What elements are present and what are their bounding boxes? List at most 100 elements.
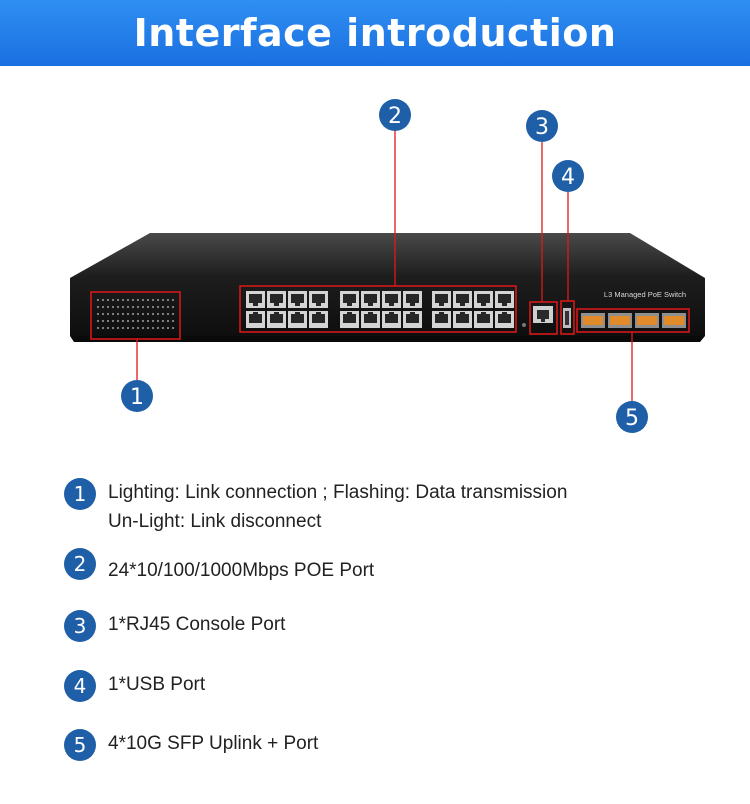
led-dot (146, 298, 150, 302)
legend-text-line: 4*10G SFP Uplink + Port (108, 733, 319, 754)
rj45-port-latch (316, 312, 321, 315)
led-dot (131, 298, 135, 302)
console-port (533, 306, 553, 323)
legend-item-poe-ports: 2 24*10/100/1000Mbps POE Port (64, 548, 374, 585)
rj45-port-socket (435, 314, 448, 323)
rj45-port-latch (274, 312, 279, 315)
legend-badge: 3 (64, 610, 96, 642)
led-dot (111, 326, 115, 330)
led-dot (161, 305, 165, 309)
led-dot (136, 326, 140, 330)
rj45-port-latch (481, 303, 486, 306)
led-highlight-box (90, 291, 181, 340)
rj45-port-socket (477, 294, 490, 303)
led-dot (121, 326, 125, 330)
callout-leader-lines (136, 130, 633, 402)
legend-item-console-port: 3 1*RJ45 Console Port (64, 610, 285, 642)
led-dot (136, 298, 140, 302)
led-dot (116, 298, 120, 302)
led-dot (101, 298, 105, 302)
led-dot (156, 298, 160, 302)
led-dot (146, 319, 150, 323)
led-dot (126, 319, 130, 323)
led-dot (116, 312, 120, 316)
svg-text:2: 2 (388, 104, 402, 129)
legend-badge: 4 (64, 670, 96, 702)
led-dot (101, 312, 105, 316)
led-dot (156, 305, 160, 309)
rj45-port-latch (502, 312, 507, 315)
rj45-port-latch (410, 303, 415, 306)
rj45-port-latch (368, 303, 373, 306)
legend-item-led: 1 Lighting: Link connection ; Flashing: … (64, 478, 567, 536)
legend-text-line: 1*RJ45 Console Port (108, 614, 286, 635)
led-dot (126, 312, 130, 316)
rj45-port-latch (439, 303, 444, 306)
led-dot (96, 298, 100, 302)
rj45-port-socket (477, 314, 490, 323)
rj45-port-socket (456, 314, 469, 323)
usb-port (563, 308, 571, 328)
rj45-port-latch (253, 312, 258, 315)
led-dot (96, 319, 100, 323)
led-dot (121, 305, 125, 309)
led-dot (171, 305, 175, 309)
rj45-port-socket (291, 294, 304, 303)
legend-text-line: Lighting: Link connection ; Flashing: Da… (108, 482, 568, 503)
rj45-port-latch (410, 312, 415, 315)
rj45-port-latch (347, 303, 352, 306)
console-highlight-box (529, 301, 558, 335)
led-dot (96, 312, 100, 316)
rj45-port-socket (270, 294, 283, 303)
rj45-port-socket (385, 314, 398, 323)
led-dot (106, 298, 110, 302)
rj45-port-latch (316, 303, 321, 306)
led-dot (131, 319, 135, 323)
led-dot (151, 319, 155, 323)
rj45-port-latch (502, 303, 507, 306)
rj45-port-socket (249, 294, 262, 303)
legend-item-sfp-ports: 5 4*10G SFP Uplink + Port (64, 729, 318, 761)
led-dot (131, 326, 135, 330)
led-dot (166, 312, 170, 316)
led-dot (121, 319, 125, 323)
callout-badge-1: 1 (121, 380, 153, 412)
sfp-port-insert (664, 316, 684, 325)
rj45-port-socket (291, 314, 304, 323)
rj45-port-latch (253, 303, 258, 306)
svg-text:4: 4 (561, 165, 575, 190)
led-dot (156, 312, 160, 316)
callout-badge-2: 2 (379, 99, 411, 131)
led-dot (166, 319, 170, 323)
sfp-port-insert (637, 316, 657, 325)
rj45-port-socket (343, 314, 356, 323)
led-dot (106, 326, 110, 330)
led-dot (126, 298, 130, 302)
rj45-port-latch (389, 312, 394, 315)
rj45-port-latch (439, 312, 444, 315)
led-dot (136, 312, 140, 316)
rj45-port-socket (312, 314, 325, 323)
legend-badge: 2 (64, 548, 96, 580)
led-dot (111, 298, 115, 302)
callout-badge-4: 4 (552, 160, 584, 192)
sfp-port-insert (610, 316, 630, 325)
led-dot (151, 312, 155, 316)
rj45-port-latch (389, 303, 394, 306)
legend-text-line: 24*10/100/1000Mbps POE Port (108, 560, 375, 581)
led-dot (106, 312, 110, 316)
rj45-port-socket (498, 314, 511, 323)
page-header: Interface introduction (0, 0, 750, 66)
rj45-port-latch (481, 312, 486, 315)
rj45-port-latch (460, 303, 465, 306)
sfp-port-insert (583, 316, 603, 325)
rj45-port-socket (364, 314, 377, 323)
switch-model-label: L3 Managed PoE Switch (604, 290, 686, 299)
sfp-port-group (581, 313, 686, 328)
led-dot (161, 298, 165, 302)
led-dot (151, 298, 155, 302)
led-dot (121, 312, 125, 316)
led-dot (121, 298, 125, 302)
rj45-port-latch (295, 303, 300, 306)
callout-badge-3: 3 (526, 110, 558, 142)
